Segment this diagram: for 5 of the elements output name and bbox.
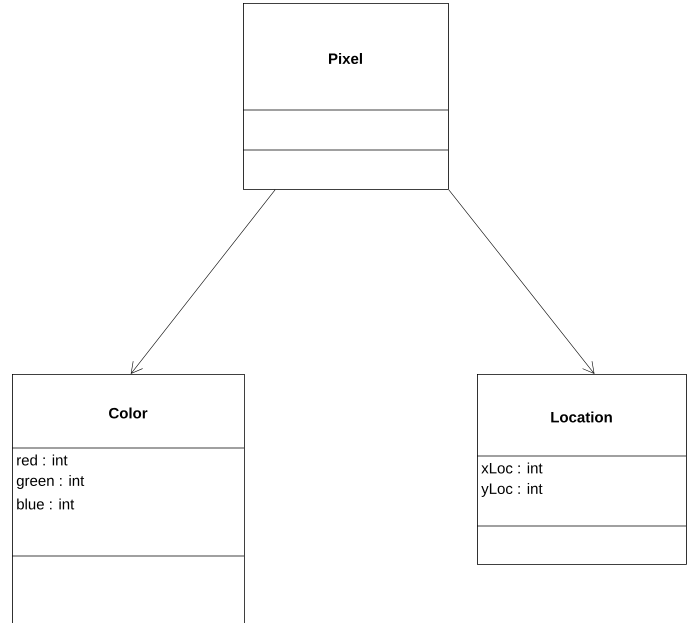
arrow	[130, 190, 276, 374]
class-box: Color red : int green : int blue : int	[12, 374, 245, 623]
class-box: Location xLoc : int yLoc : int	[476, 374, 687, 565]
class-box: Pixel	[242, 3, 449, 190]
arrow	[448, 190, 594, 374]
